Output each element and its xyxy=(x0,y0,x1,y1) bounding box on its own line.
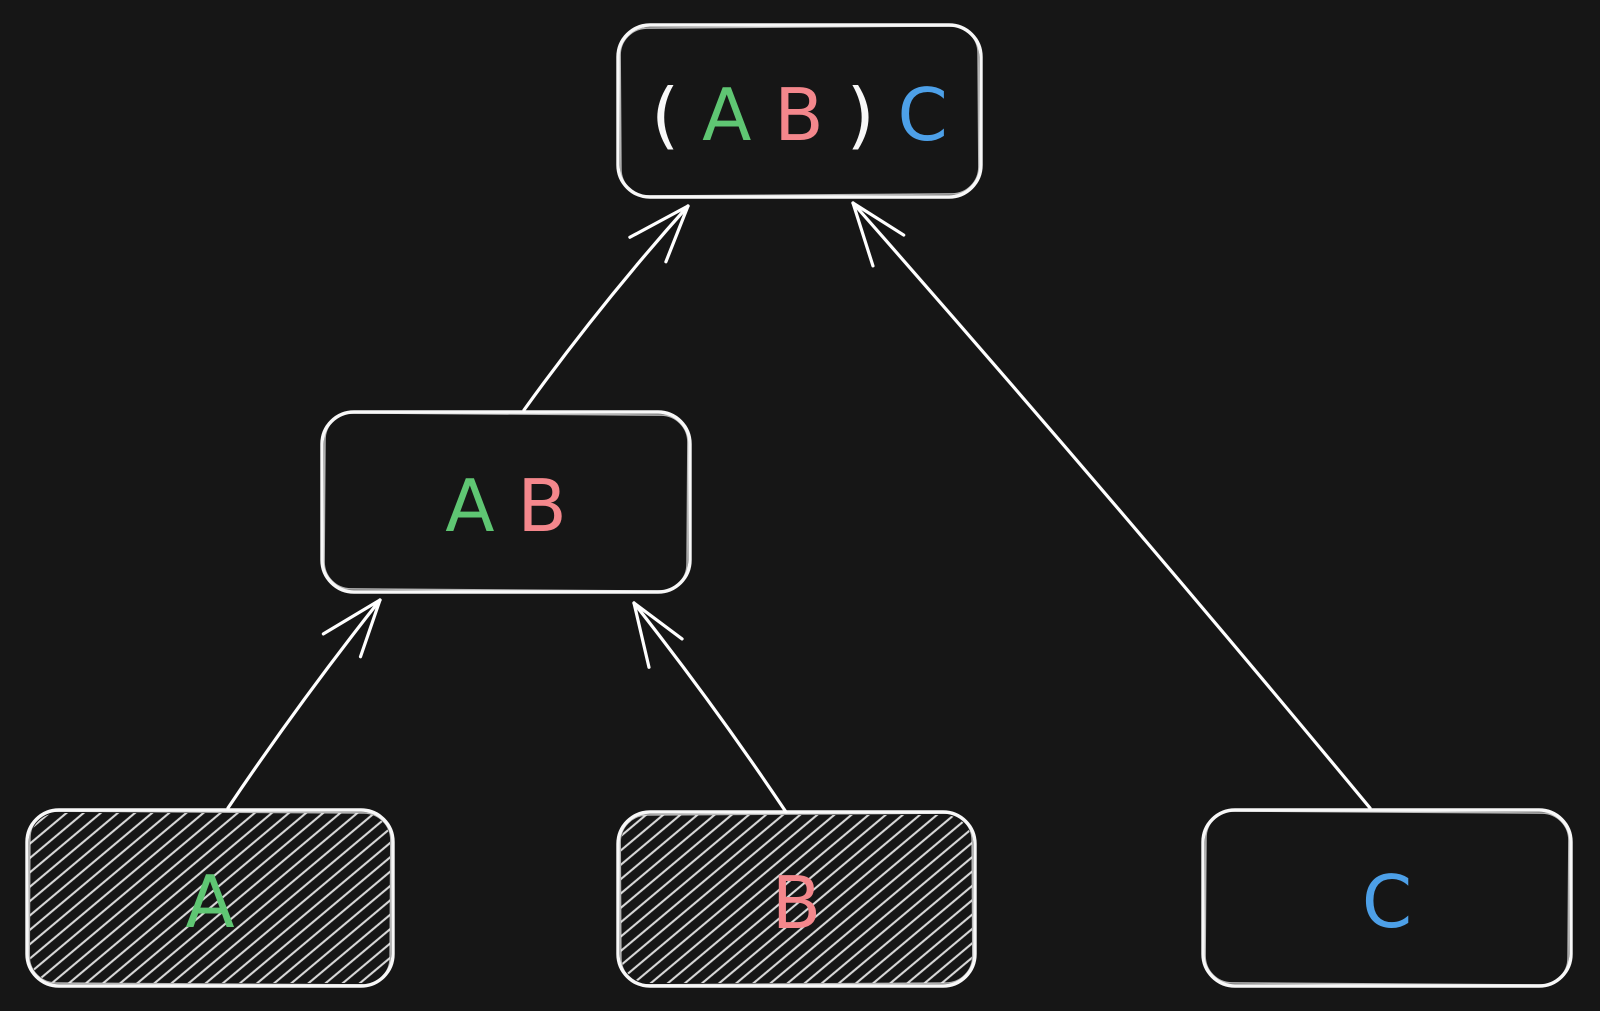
node-box-overdraw-result xyxy=(619,25,980,197)
node-box-overdraw-c xyxy=(1204,810,1570,986)
node-box-b xyxy=(616,810,977,988)
arrow-barb xyxy=(632,601,684,641)
arrow-c-to-result xyxy=(851,201,1372,810)
arrow-a-to-ab xyxy=(226,598,382,810)
arrow-shaft xyxy=(851,201,1372,810)
arrow-shaft xyxy=(226,598,382,810)
arrow-ab-to-result xyxy=(522,204,690,412)
node-label-a: A xyxy=(185,860,234,944)
nodes-layer xyxy=(25,23,1573,988)
arrow-barb xyxy=(321,598,382,636)
arrow-barb xyxy=(628,204,690,239)
labels-layer: ( A B ) C A B A B C xyxy=(185,73,1412,945)
node-box-overdraw-a xyxy=(28,810,392,986)
node-hatch-a xyxy=(30,813,390,983)
node-box-a xyxy=(25,808,395,988)
node-ab xyxy=(320,410,692,594)
node-a xyxy=(25,808,395,988)
node-box-c xyxy=(1201,808,1573,988)
node-box-overdraw-ab xyxy=(323,412,689,592)
node-box-overdraw-b xyxy=(619,812,974,986)
node-hatch-b xyxy=(621,815,972,983)
arrow-shaft xyxy=(632,601,788,814)
node-c xyxy=(1201,808,1573,988)
node-label-c: C xyxy=(1362,860,1412,944)
arrow-barb xyxy=(358,598,382,659)
arrow-b-to-ab xyxy=(632,601,788,814)
arrow-shaft xyxy=(522,204,690,412)
node-box-result xyxy=(616,23,983,199)
node-label-b: B xyxy=(772,861,821,945)
node-label-ab: A B xyxy=(445,464,567,548)
arrow-barb xyxy=(851,201,875,268)
arrow-barb xyxy=(632,601,651,669)
node-label-result: ( A B ) C xyxy=(651,73,948,157)
arrow-barb xyxy=(851,201,906,237)
node-result xyxy=(616,23,983,199)
node-box-ab xyxy=(320,410,692,594)
node-b xyxy=(616,810,977,988)
arrows-layer xyxy=(226,201,1372,814)
arrow-barb xyxy=(664,204,690,264)
